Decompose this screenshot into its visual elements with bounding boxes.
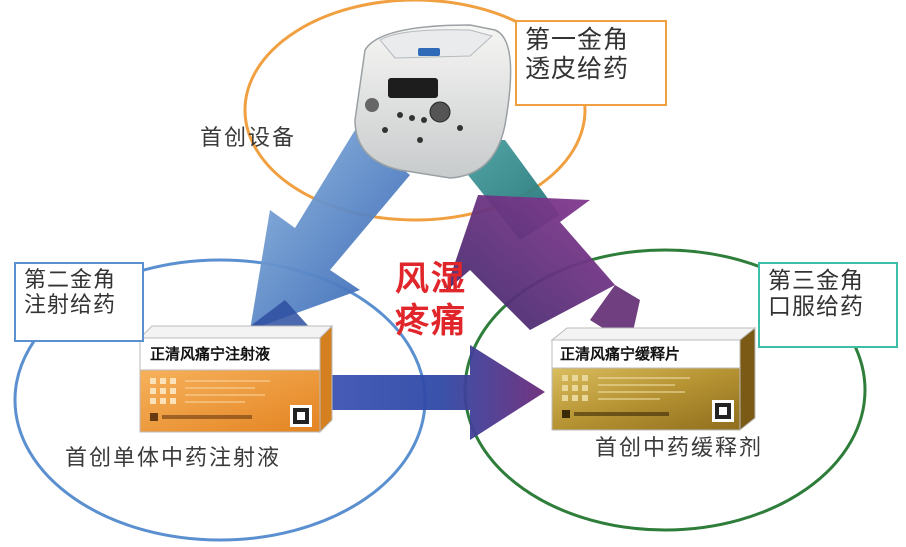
label-second-title: 第二金角 bbox=[24, 268, 117, 293]
center-title: 风湿 疼痛 bbox=[386, 258, 476, 342]
caption-device: 首创设备 bbox=[200, 126, 297, 151]
label-first-corner: 第一金角 透皮给药 bbox=[515, 20, 667, 106]
center-line1: 风湿 bbox=[395, 259, 467, 299]
orange-circle bbox=[243, 0, 587, 222]
caption-release: 首创中药缓释剂 bbox=[595, 436, 764, 461]
label-first-title: 第一金角 bbox=[525, 25, 630, 54]
center-line2: 疼痛 bbox=[395, 301, 467, 341]
label-first-subtitle: 透皮给药 bbox=[525, 53, 630, 83]
arrow-device-to-injection bbox=[250, 130, 410, 330]
arrow-tablet-to-device bbox=[445, 195, 615, 330]
arrow-injection-to-tablet bbox=[310, 345, 545, 440]
label-second-corner: 第二金角 注射给药 bbox=[14, 262, 144, 342]
tablet-product-box bbox=[550, 326, 757, 432]
injection-product-name: 正清风痛宁注射液 bbox=[150, 345, 271, 363]
label-third-subtitle: 口服给药 bbox=[768, 294, 864, 321]
injection-product-box bbox=[138, 324, 334, 434]
label-third-title: 第三金角 bbox=[768, 268, 864, 294]
label-third-corner: 第三金角 口服给药 bbox=[758, 262, 898, 348]
label-second-subtitle: 注射给药 bbox=[24, 293, 117, 319]
tablet-product-name: 正清风痛宁缓释片 bbox=[560, 345, 681, 363]
caption-injection: 首创单体中药注射液 bbox=[65, 446, 282, 471]
therapy-device bbox=[354, 24, 512, 179]
